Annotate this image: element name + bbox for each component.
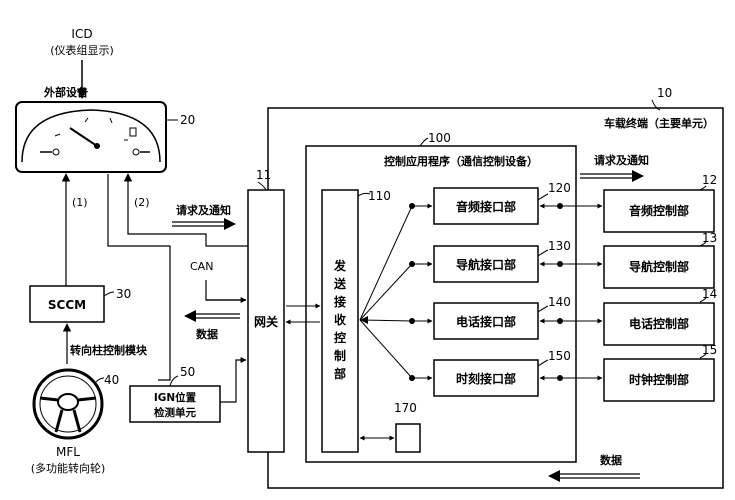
sccm-desc: 转向柱控制模块 bbox=[70, 343, 148, 357]
instrument-cluster bbox=[15, 101, 167, 173]
control-app-box bbox=[305, 145, 577, 463]
icd-name: ICD bbox=[71, 27, 92, 41]
txrx-char-1: 送 bbox=[333, 276, 347, 291]
fanout-lines bbox=[359, 203, 433, 381]
sccm-box bbox=[29, 285, 105, 323]
interface-label: 导航接口部 bbox=[456, 257, 516, 272]
interface-phone: 电话接口部 bbox=[433, 302, 539, 340]
block-170 bbox=[395, 423, 421, 453]
controller-audio: 音频控制部 bbox=[603, 189, 715, 233]
main-unit-label: 车载终端（主要单元） bbox=[604, 116, 714, 130]
txrx-char-5: 制 bbox=[334, 348, 346, 363]
gateway-ref: 11 bbox=[256, 168, 271, 182]
controller-label: 电话控制部 bbox=[629, 316, 689, 331]
interface-ref: 150 bbox=[548, 349, 571, 363]
interface-nav: 导航接口部 bbox=[433, 245, 539, 283]
data-left-label: 数据 bbox=[196, 327, 218, 341]
interface-ref: 130 bbox=[548, 239, 571, 253]
txrx-ref: 110 bbox=[368, 189, 391, 203]
path-2-label: (2) bbox=[134, 196, 150, 209]
txrx-char-6: 部 bbox=[334, 366, 346, 381]
ign-box bbox=[129, 385, 221, 423]
sccm-ref: 30 bbox=[116, 287, 131, 301]
interface-label: 音频接口部 bbox=[456, 199, 516, 214]
main-unit-ref: 10 bbox=[657, 86, 672, 100]
controller-ref: 14 bbox=[702, 287, 717, 301]
controller-clock: 时钟控制部 bbox=[603, 358, 715, 402]
mfl-desc: (多功能转向轮) bbox=[31, 461, 106, 475]
request-notify-right-label: 请求及通知 bbox=[594, 153, 649, 167]
controller-label: 时钟控制部 bbox=[629, 372, 689, 387]
controller-ref: 13 bbox=[702, 231, 717, 245]
controller-ref: 15 bbox=[702, 343, 717, 357]
controller-nav: 导航控制部 bbox=[603, 245, 715, 289]
data-bottom-label: 数据 bbox=[600, 453, 622, 467]
icd-desc: (仪表组显示) bbox=[50, 43, 114, 57]
sccm-name: SCCM bbox=[48, 298, 86, 312]
interface-label: 电话接口部 bbox=[456, 314, 516, 329]
interface-label: 时刻接口部 bbox=[456, 371, 516, 386]
can-label: CAN bbox=[190, 260, 213, 273]
request-notify-left-label: 请求及通知 bbox=[176, 203, 231, 217]
control-app-ref: 100 bbox=[428, 131, 451, 145]
controller-label: 导航控制部 bbox=[629, 259, 689, 274]
external-device-ref: 20 bbox=[180, 113, 195, 127]
external-device-label: 外部设备 bbox=[43, 85, 89, 99]
gateway-box bbox=[247, 189, 285, 453]
mfl-name: MFL bbox=[56, 445, 80, 459]
controller-phone: 电话控制部 bbox=[603, 302, 715, 346]
interface-ref: 120 bbox=[548, 181, 571, 195]
txrx-char-3: 收 bbox=[334, 312, 346, 327]
txrx-char-0: 发 bbox=[333, 258, 347, 273]
mfl-ref: 40 bbox=[104, 373, 119, 387]
ign-ref: 50 bbox=[180, 365, 195, 379]
interface-audio: 音频接口部 bbox=[433, 187, 539, 225]
controller-label: 音频控制部 bbox=[629, 203, 689, 218]
interface-time: 时刻接口部 bbox=[433, 359, 539, 397]
txrx-char-4: 控 bbox=[334, 330, 346, 345]
txrx-char-2: 接 bbox=[334, 294, 346, 309]
path-2-line bbox=[123, 173, 248, 247]
control-app-label: 控制应用程序（通信控制设备） bbox=[384, 154, 538, 168]
path-1-label: (1) bbox=[72, 196, 88, 209]
txrx-control-box bbox=[321, 189, 359, 453]
gateway-label: 网关 bbox=[254, 314, 278, 329]
ign-line1: IGN位置 bbox=[154, 391, 197, 404]
ign-line2: 检测单元 bbox=[154, 406, 196, 419]
interface-controller-links bbox=[539, 203, 603, 381]
interface-ref: 140 bbox=[548, 295, 571, 309]
block-170-ref: 170 bbox=[394, 401, 417, 415]
steering-wheel-icon bbox=[32, 368, 104, 440]
controller-ref: 12 bbox=[702, 173, 717, 187]
